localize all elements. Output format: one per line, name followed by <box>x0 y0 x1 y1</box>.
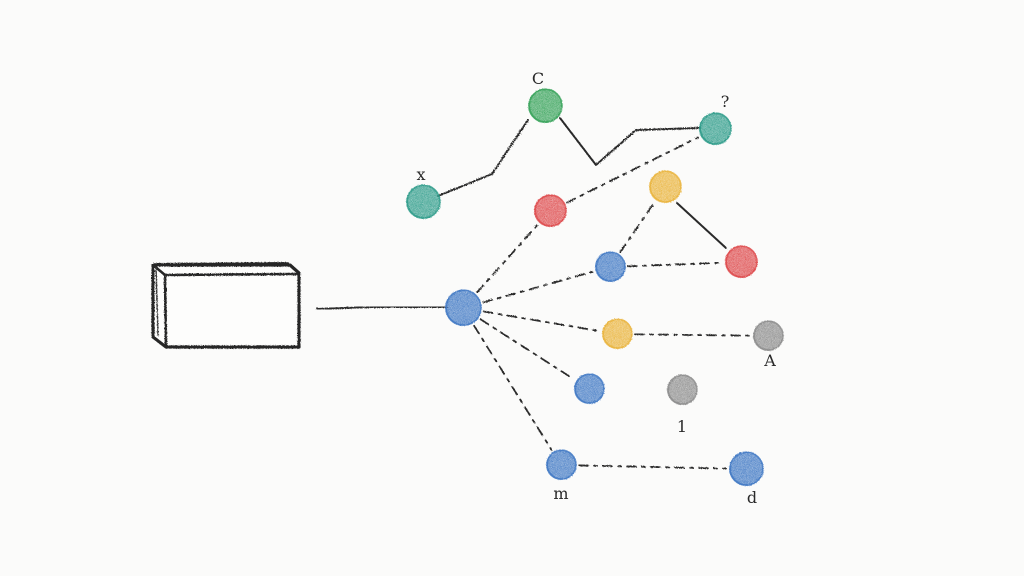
edge-blue-mid-to-yellow-upper <box>619 201 656 254</box>
node-left-teal-label: x <box>416 165 425 184</box>
node-gray-lower-label: 1 <box>677 417 687 436</box>
node-blue-mid-outline <box>595 251 626 282</box>
node-red-right-outline <box>725 245 758 278</box>
node-blue-lower-outline <box>574 373 605 404</box>
node-blue-mid-circle <box>595 252 625 282</box>
edge-blue-mid-to-red-right <box>627 261 723 268</box>
node-left-teal-circle <box>406 185 440 219</box>
node-yellow-mid-outline <box>602 318 633 349</box>
node-blue-mid <box>595 251 626 282</box>
node-gray-lower-circle <box>667 375 697 405</box>
node-blue-bottom-right-circle <box>729 452 763 486</box>
node-red-upper-circle <box>534 195 566 227</box>
node-blue-bottom: m <box>546 449 577 503</box>
node-blue-bottom-right: d <box>729 451 764 507</box>
edge-hub-to-blue-lower <box>479 318 575 381</box>
edge-yellow-upper-to-red-right <box>676 202 727 249</box>
node-gray-right-label: A <box>763 351 776 370</box>
node-gray-lower: 1 <box>667 374 698 436</box>
node-hub-circle <box>445 290 481 326</box>
node-blue-bottom-circle <box>546 450 576 480</box>
node-gray-right-outline <box>753 320 784 351</box>
edge-hub-to-blue-mid <box>482 270 594 304</box>
node-gray-right: A <box>753 320 784 370</box>
node-blue-bottom-right-label: d <box>747 488 757 507</box>
node-blue-bottom-outline <box>546 449 577 480</box>
edges-layer <box>316 117 751 470</box>
edge-top-green-to-right-teal <box>559 117 701 166</box>
edge-red-upper-to-right-teal <box>566 136 699 204</box>
edge-hub-to-blue-bottom <box>473 324 553 451</box>
edge-blue-bottom-to-blue-bottom-right <box>578 464 727 470</box>
node-gray-right-circle <box>753 321 783 351</box>
node-top-green-circle <box>528 89 562 123</box>
node-top-green-outline <box>528 88 563 123</box>
node-right-teal-circle <box>699 113 731 145</box>
node-hub <box>445 289 482 326</box>
node-blue-lower-circle <box>574 374 604 404</box>
node-gray-lower-outline <box>667 374 698 405</box>
node-red-right-circle <box>725 246 757 278</box>
edge-yellow-mid-to-gray-right <box>634 333 751 337</box>
node-hub-outline <box>445 289 482 326</box>
node-yellow-upper-circle <box>649 171 681 203</box>
nodes-layer: Cx? A 1 m d <box>406 69 784 507</box>
node-right-teal-label: ? <box>721 92 730 111</box>
node-yellow-upper-outline <box>649 170 682 203</box>
node-left-teal-outline <box>406 184 441 219</box>
node-red-right <box>725 245 758 278</box>
node-blue-lower <box>574 373 605 404</box>
node-red-upper <box>534 194 567 227</box>
node-top-green-label: C <box>532 69 544 88</box>
edge-left-teal-to-top-green <box>437 119 529 197</box>
node-left-teal: x <box>406 165 441 219</box>
node-right-teal: ? <box>699 92 732 145</box>
node-right-teal-outline <box>699 112 732 145</box>
node-blue-bottom-right-outline <box>729 451 764 486</box>
node-yellow-mid-circle <box>602 319 632 349</box>
node-top-green: C <box>528 69 563 123</box>
node-yellow-upper <box>649 170 682 203</box>
node-blue-bottom-label: m <box>553 484 568 503</box>
edge-hub-to-yellow-mid <box>482 310 601 332</box>
node-yellow-mid <box>602 318 633 349</box>
edge-hub-to-red-upper <box>476 224 539 294</box>
source-box <box>151 262 301 349</box>
edge-box-to-hub <box>316 306 448 310</box>
node-red-upper-outline <box>534 194 567 227</box>
